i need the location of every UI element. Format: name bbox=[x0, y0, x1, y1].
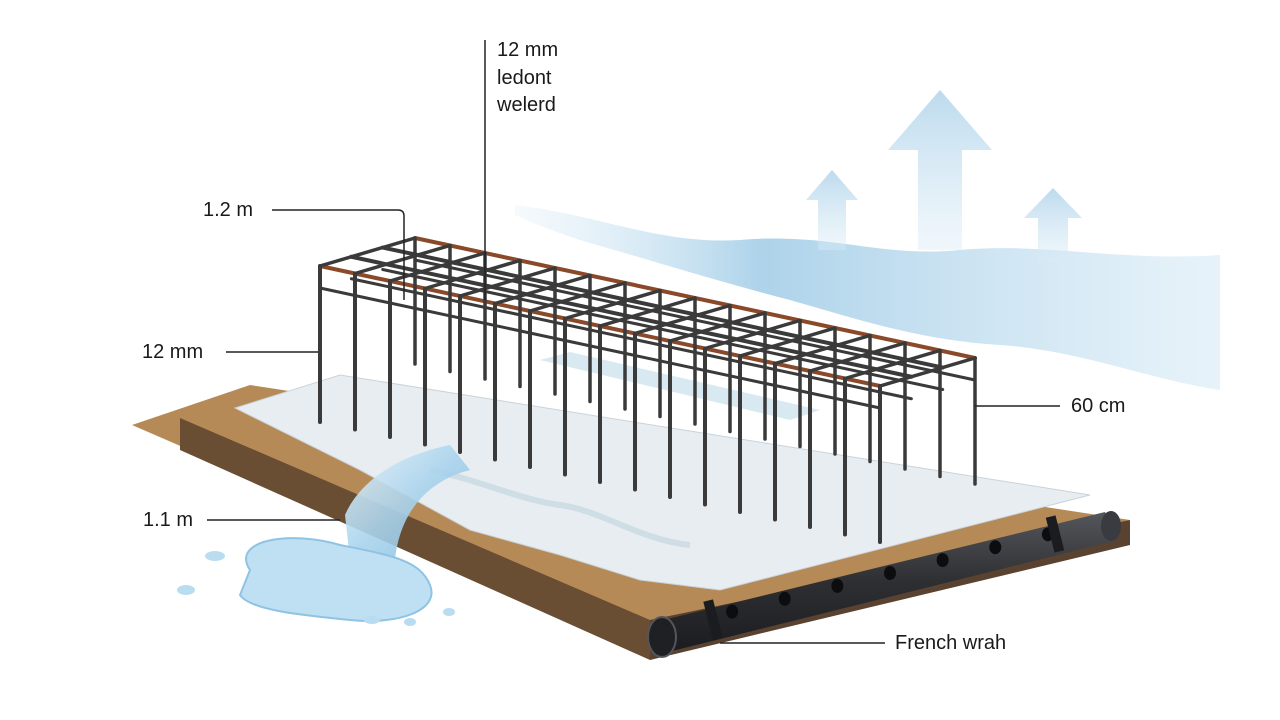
cross-tie bbox=[318, 236, 417, 268]
leader-length bbox=[272, 209, 405, 300]
pipe-hole bbox=[831, 578, 844, 593]
callout-top-line3: welerd bbox=[497, 94, 556, 116]
cross-tie bbox=[423, 258, 522, 291]
cross-tie bbox=[738, 326, 837, 358]
cross-tie bbox=[773, 333, 872, 366]
pipe-hole bbox=[936, 553, 949, 568]
cross-tie bbox=[493, 273, 592, 306]
leader-lines bbox=[207, 40, 1060, 644]
cross-tie bbox=[878, 356, 977, 388]
longitudinal-bar bbox=[349, 277, 913, 401]
callout-drain: French wrah bbox=[895, 632, 1007, 654]
french-drain-pipe bbox=[647, 511, 1121, 658]
cross-tie bbox=[633, 303, 732, 336]
cross-tie bbox=[563, 288, 662, 321]
upward-arrow-icon bbox=[888, 90, 992, 250]
upward-arrow-icon bbox=[806, 170, 858, 250]
rebar-cage bbox=[318, 236, 977, 544]
callout-top-line2: ledont bbox=[497, 67, 552, 89]
cross-tie bbox=[703, 318, 802, 351]
cross-tie bbox=[808, 341, 907, 373]
cross-tie bbox=[458, 266, 557, 298]
pipe-hole bbox=[726, 604, 739, 619]
cross-tie bbox=[843, 348, 942, 381]
callout-depth: 60 cm bbox=[1071, 395, 1126, 417]
pipe-hole bbox=[989, 540, 1002, 555]
pipe-hole bbox=[884, 566, 896, 580]
callout-length: 1.2 m bbox=[203, 199, 254, 221]
callout-bar-diameter: 12 mm bbox=[142, 341, 204, 363]
cross-tie bbox=[598, 296, 697, 328]
water-outflow bbox=[177, 445, 470, 626]
cross-tie bbox=[528, 281, 627, 313]
cross-tie bbox=[388, 251, 487, 283]
cross-tie bbox=[353, 243, 452, 276]
callout-top-size: 12 mm bbox=[497, 39, 559, 61]
upward-arrow-icon bbox=[1024, 188, 1082, 262]
callout-width: 1.1 m bbox=[143, 509, 194, 531]
cross-tie bbox=[668, 311, 767, 343]
pipe-hole bbox=[778, 591, 791, 606]
